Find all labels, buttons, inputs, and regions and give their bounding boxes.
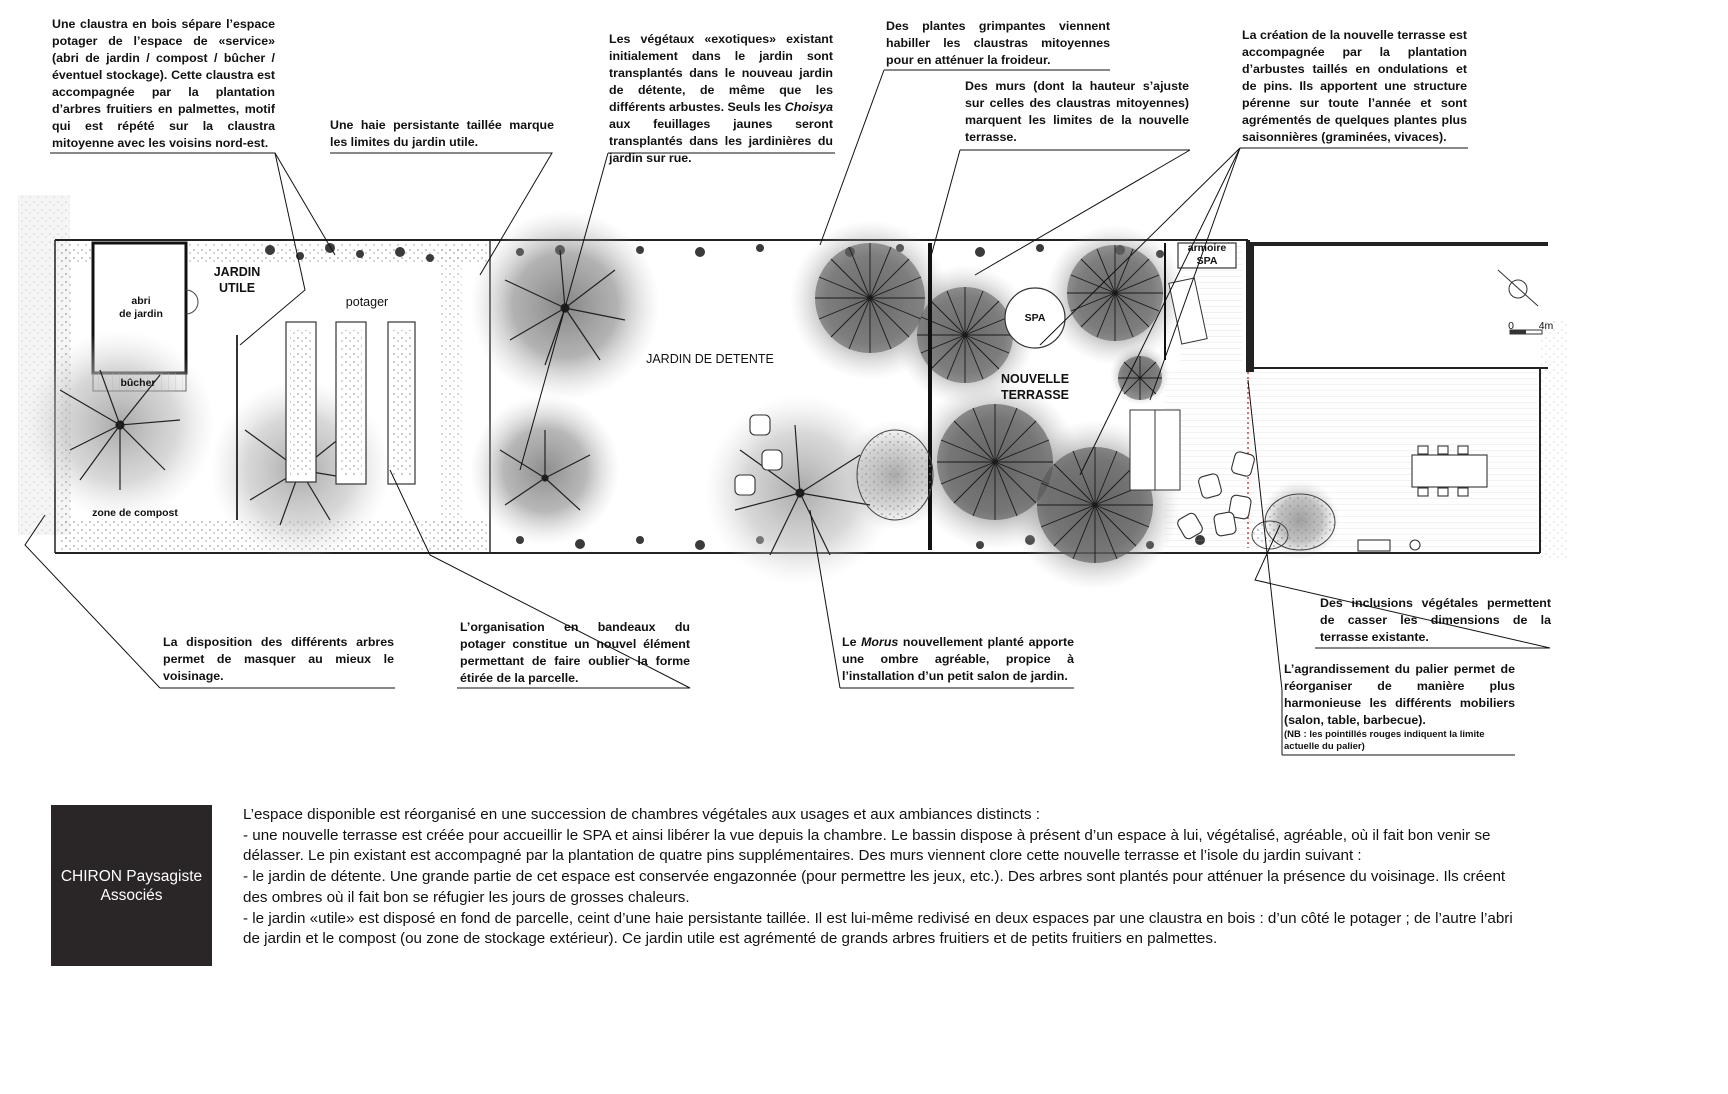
annotation-morus-emphasis: Morus	[861, 635, 899, 649]
logo-line-1: CHIRON Paysagiste	[60, 867, 203, 885]
pine-trees	[815, 243, 1163, 563]
annotation-haie: Une haie persistante taillée marque les …	[330, 118, 554, 149]
shrubs	[856, 429, 1336, 551]
summary-paragraph-1: L’espace disponible est réorganisé en un…	[243, 806, 1040, 823]
potager-beds	[236, 321, 416, 520]
annotation-nb: (NB : les pointillés rouges indiquent la…	[1284, 729, 1485, 752]
garden-plan	[18, 69, 1568, 756]
annotation-grimpantes: Des plantes grimpantes viennent habiller…	[886, 19, 1110, 67]
scale-label-0: 0	[1508, 320, 1514, 332]
leader-lines	[24, 69, 1551, 756]
label-jardin-utile: JARDIN UTILE	[213, 265, 261, 295]
annotation-creation: La création de la nouvelle terrasse est …	[1242, 28, 1467, 144]
label-armoire-spa: armoire SPA	[1187, 242, 1227, 267]
summary-paragraph-2: - une nouvelle terrasse est créée pour a…	[243, 826, 1491, 865]
summary-text: L’espace disponible est réorganisé en un…	[243, 805, 1533, 950]
terrace-deck	[1129, 242, 1538, 550]
annotation-exotiques-text-1: Les végétaux «exotiques» existant initia…	[609, 32, 833, 114]
logo-line-2: Associés	[100, 886, 163, 904]
summary-paragraph-3: - le jardin de détente. Une grande parti…	[243, 868, 1506, 906]
annotation-morus-text-2: nouvellement planté apporte une ombre ag…	[842, 635, 1075, 683]
annotation-exotiques-text-2: aux feuillages jaunes seront transplanté…	[609, 117, 833, 165]
annotation-murs: Des murs (dont la hauteur s’ajuste sur c…	[965, 79, 1189, 144]
spa-pool	[1004, 287, 1066, 349]
scale-label-4m: 4m	[1538, 320, 1554, 332]
patio-furniture	[734, 414, 1488, 552]
annotation-exotiques: Les végétaux «exotiques» existant initia…	[609, 31, 833, 167]
label-nouvelle-terrasse: NOUVELLE TERRASSE	[1000, 372, 1070, 402]
annotation-exotiques-emphasis: Choisya	[784, 100, 833, 114]
label-compost: zone de compost	[92, 507, 178, 519]
label-jardin-detente: JARDIN DE DETENTE	[646, 352, 774, 366]
annotation-morus: Le Morus nouvellement planté apporte une…	[842, 634, 1074, 685]
annotation-morus-text-1: Le	[842, 635, 862, 649]
label-bucher: bûcher	[120, 377, 156, 389]
company-logo: CHIRON Paysagiste Associés	[51, 805, 212, 966]
label-potager: potager	[345, 295, 389, 309]
label-spa: SPA	[1024, 312, 1046, 324]
annotation-inclusions: Des inclusions végétales permettent de c…	[1320, 596, 1551, 644]
scale-bar	[1509, 329, 1543, 335]
north-compass	[1497, 269, 1539, 307]
summary-paragraph-4: - le jardin «utile» est disposé en fond …	[243, 909, 1513, 948]
annotation-agrandissement: L’agrandissement du palier permet de réo…	[1284, 662, 1515, 727]
label-abri: abri de jardin	[119, 295, 163, 320]
annotation-disposition: La disposition des différents arbres per…	[163, 635, 394, 683]
tree-canopies	[59, 249, 871, 556]
annotation-claustra: Une claustra en bois sépare l’espace pot…	[52, 17, 275, 150]
annotation-bandeaux: L’organisation en bandeaux du potager co…	[460, 620, 690, 685]
